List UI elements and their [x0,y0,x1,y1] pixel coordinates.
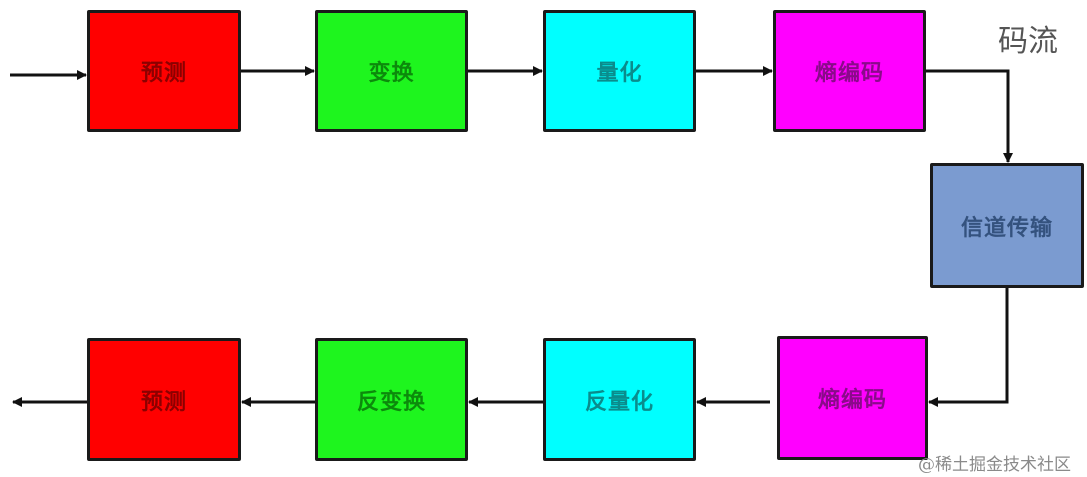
watermark: @稀土掘金技术社区 [918,455,1071,475]
decoder-inverse-transform-box: 反变换 [315,338,468,461]
box-label: 熵编码 [817,388,887,413]
channel-transmission-box: 信道传输 [930,163,1084,288]
arrow-channel-decoder-entropy [928,288,1009,407]
decoder-predict-box: 预测 [87,338,241,461]
encoder-entropy-coding-box: 熵编码 [773,10,926,132]
box-label: 反量化 [584,389,654,415]
encoder-transform-box: 变换 [315,10,468,132]
box-label: 预测 [140,61,187,86]
decoder-inverse-quantize-box: 反量化 [543,338,696,461]
bitstream-label: 码流 [998,24,1058,59]
arrow-entropy-channel [925,69,1013,163]
box-label: 预测 [140,389,187,415]
encoder-quantize-box: 量化 [543,10,696,132]
box-label: 信道传输 [960,215,1053,241]
box-label: 变换 [368,61,415,86]
box-label: 量化 [596,61,643,86]
decoder-entropy-coding-box: 熵编码 [777,336,928,460]
box-label: 熵编码 [814,61,884,86]
encoder-predict-box: 预测 [87,10,241,132]
box-label: 反变换 [356,389,426,415]
